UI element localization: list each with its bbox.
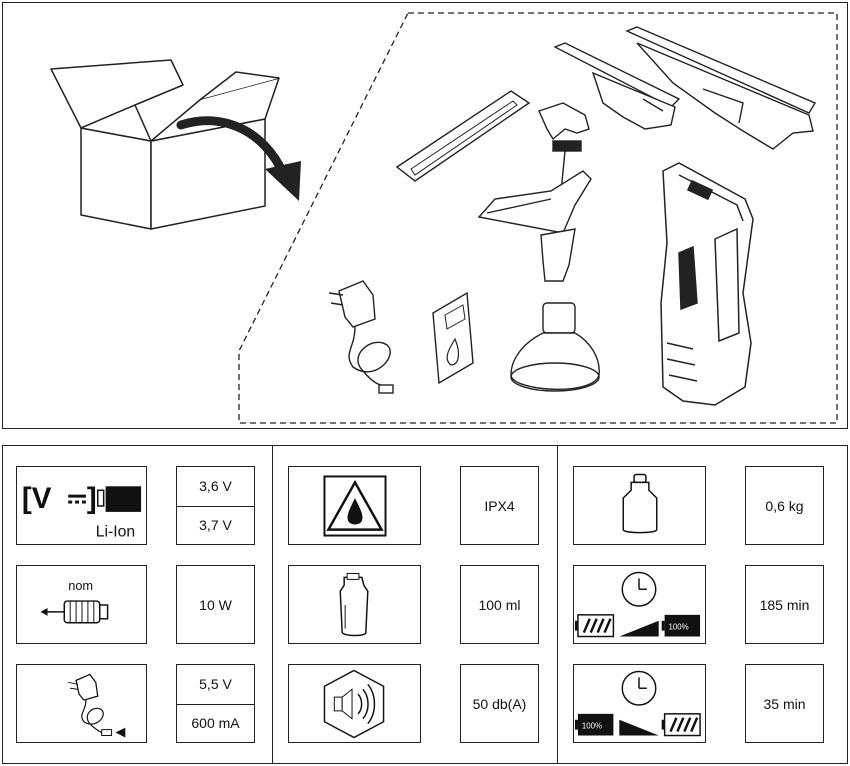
battery-voltage-cell: 3,6 V 3,7 V [176,466,255,545]
tank-icon [288,565,421,644]
battery-voltage-1: 3,6 V [199,478,232,494]
protection-rating-cell: IPX4 [460,466,539,545]
weight-icon [573,466,706,545]
charging-time-icon: 100% [573,565,706,644]
battery-voltage-2: 3,7 V [199,517,232,533]
bottle-icon [510,302,600,392]
clock-icon [621,571,657,607]
charger-voltage: 5,5 V [199,676,232,692]
microfibre-cloth-icon [395,90,531,182]
run-battery-badge: 100% [582,722,602,731]
battery-empty-icon [661,713,701,737]
svg-text:]: ] [87,482,97,515]
charge-ramp [619,620,659,637]
charger-spec-icon [16,664,147,743]
run-time-icon: 100% [573,664,706,743]
battery-empty-icon [574,614,615,638]
charger-output-cell: 5,5 V 600 mA [176,664,255,743]
discharge-ramp [619,719,659,736]
run-time-cell: 35 min [745,664,824,743]
run-time: 35 min [763,695,806,712]
weight-value: 0,6 kg [765,497,804,514]
column-divider-2 [557,445,558,764]
column-divider-1 [272,445,273,764]
device-icon [660,162,754,406]
noise-level: 50 db(A) [472,695,527,712]
battery-full-icon: 100% [661,614,701,637]
manual-icon [432,291,474,385]
contents-panel [2,2,848,429]
contents-illustration [50,12,838,424]
charging-battery-badge: 100% [669,623,689,632]
svg-text:[V: [V [22,482,52,515]
motor-icon: nom [16,565,147,644]
noise-level-cell: 50 db(A) [460,664,539,743]
tank-volume: 100 ml [478,596,521,613]
handle-icon [477,170,592,282]
wiper-blade-icon [553,26,817,150]
charging-time: 185 min [759,596,810,613]
motor-power-cell: 10 W [176,565,255,644]
box-icon [50,59,280,230]
noise-icon [288,664,421,743]
arrow-icon [176,116,301,201]
weight-value-cell: 0,6 kg [745,466,824,545]
protection-rating: IPX4 [484,497,515,514]
contents-dashed-outline [238,12,838,424]
specs-panel [2,445,848,764]
motor-power: 10 W [199,596,232,613]
charger-icon [328,280,394,394]
clock-icon [621,670,657,706]
charger-current: 600 mA [191,715,240,731]
battery-full-icon: 100% [574,713,614,736]
water-drop-warning-icon [288,466,421,545]
tank-volume-cell: 100 ml [460,565,539,644]
li-ion-label: Li-Ion [96,524,135,541]
spray-nozzle-icon [538,102,590,214]
charging-time-cell: 185 min [745,565,824,644]
li-ion-battery-icon: [V ] Li-Ion [16,466,147,545]
motor-nom-label: nom [68,578,93,593]
